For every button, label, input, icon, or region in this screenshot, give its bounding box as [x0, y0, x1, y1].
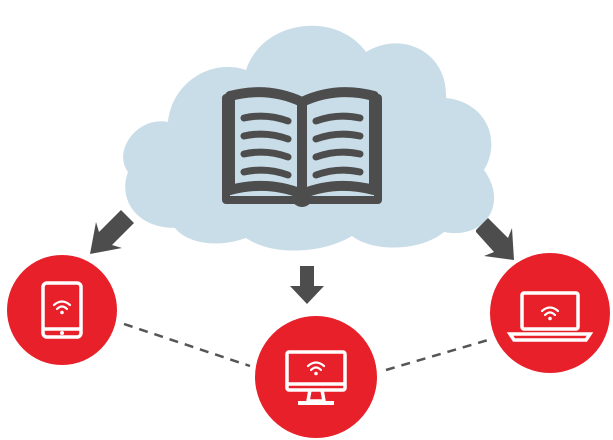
tablet-home-button — [60, 331, 64, 335]
tablet-icon — [41, 281, 83, 339]
wifi-icon — [540, 306, 560, 321]
open-book-icon — [222, 87, 382, 207]
desktop-node — [255, 316, 377, 438]
arrow-to-desktop — [290, 266, 324, 304]
connector-tablet-desktop — [123, 322, 251, 368]
wifi-icon — [306, 361, 326, 376]
arrow-to-tablet — [90, 210, 134, 254]
wifi-icon — [52, 300, 72, 315]
tablet-node — [7, 255, 117, 365]
arrow-to-laptop — [476, 218, 514, 260]
monitor-icon — [285, 350, 347, 405]
laptop-node — [490, 253, 610, 373]
connector-desktop-laptop — [385, 338, 489, 372]
cloud-shape — [123, 25, 495, 251]
laptop-icon — [506, 291, 594, 342]
